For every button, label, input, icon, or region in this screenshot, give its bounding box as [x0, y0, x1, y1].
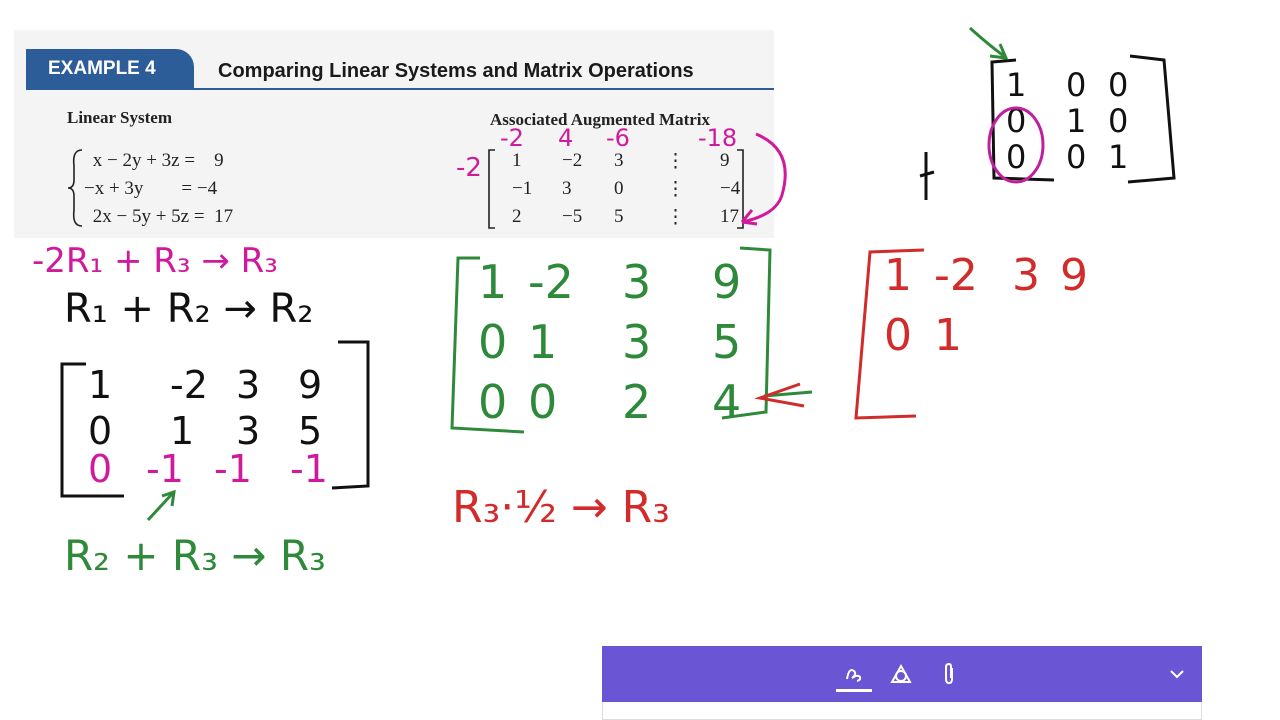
black-matrix-cell: 3: [236, 409, 260, 453]
green-pointer-arrow: [968, 26, 1009, 60]
matrix-cell: 17: [720, 206, 739, 227]
matrix-cell: ⋮: [666, 207, 685, 228]
attachment-button[interactable]: [932, 658, 966, 690]
shapes-tool-button[interactable]: [884, 658, 918, 690]
black-matrix-cell: 1: [170, 409, 194, 453]
matrix-cell: −5: [562, 206, 583, 227]
pink-curved-arrow: [741, 132, 787, 224]
identity-matrix-cell: 1: [1006, 66, 1026, 104]
green-matrix-cell: 9: [712, 255, 741, 309]
green-matrix-cell: 0: [478, 315, 507, 369]
green-matrix-cell: 3: [622, 255, 651, 309]
green-matrix-left-bracket: [450, 256, 525, 434]
pink-row-cell: 0: [88, 447, 112, 491]
matrix-cell: 2: [512, 206, 522, 227]
matrix-cell: ⋮: [666, 151, 685, 172]
matrix-cell: 1: [512, 150, 522, 171]
green-matrix-cell: 2: [622, 375, 651, 429]
op-r2-r3: R₂ + R₃ → R₃: [64, 531, 326, 580]
equation-1: x − 2y + 3z = 9: [88, 150, 224, 171]
identity-matrix-cell: 0: [1006, 138, 1026, 176]
matrix-cell: −1: [512, 178, 533, 199]
notes-body[interactable]: [602, 702, 1202, 720]
equation-3: 2x − 5y + 5z = 17: [88, 206, 234, 227]
green-matrix-cell: 0: [478, 375, 507, 429]
red-matrix-cell: 0: [884, 310, 912, 361]
equation-2: −x + 3y = −4: [84, 178, 218, 199]
red-matrix-cell: 1: [884, 250, 912, 301]
pink-multiplier: -18: [698, 124, 737, 152]
linear-system-heading: Linear System: [67, 108, 172, 127]
matrix-cell: 3: [562, 178, 572, 199]
matrix-cell: 3: [614, 150, 624, 171]
notes-toolbar: [602, 646, 1202, 702]
black-matrix-cell: 5: [298, 409, 322, 453]
attachment-icon: [945, 662, 953, 685]
red-matrix-cell: 1: [934, 310, 962, 361]
matrix-cell: 9: [720, 150, 730, 171]
matrix-cell: −2: [562, 150, 583, 171]
green-matrix-cell: 4: [712, 375, 741, 429]
example-badge: EXAMPLE 4: [26, 49, 194, 89]
identity-matrix-cell: 0: [1006, 102, 1026, 140]
collapse-button[interactable]: [1160, 658, 1194, 690]
green-small-arrow: [146, 489, 176, 522]
black-matrix-left-bracket: [60, 362, 124, 498]
pink-multiplier: 4: [558, 124, 573, 152]
identity-matrix-cell: 1: [1108, 138, 1128, 176]
active-tab-indicator: [836, 689, 872, 692]
notes-panel: [602, 646, 1202, 720]
green-matrix-cell: 3: [622, 315, 651, 369]
pink-row-cell: -1: [214, 447, 252, 491]
matrix-cell: ⋮: [666, 179, 685, 200]
matrix-cell: 5: [614, 206, 624, 227]
pink-circle: [987, 106, 1045, 184]
green-matrix-cell: 0: [528, 375, 557, 429]
op-half-r3: R₃·½ → R₃: [452, 482, 670, 533]
stray-mark: [919, 152, 935, 200]
pink-row-cell: -1: [146, 447, 184, 491]
pen-icon: [846, 669, 862, 682]
pink-multiplier: -2: [500, 124, 524, 152]
green-matrix-cell: 1: [528, 315, 557, 369]
chevron-down-icon: [1170, 670, 1184, 679]
red-arrow-to-row3: [754, 382, 805, 408]
green-matrix-cell: -2: [528, 255, 574, 309]
system-brace: [67, 149, 83, 227]
augmented-matrix-heading: Associated Augmented Matrix: [490, 110, 711, 129]
red-matrix-cell: 3: [1012, 250, 1040, 301]
identity-matrix-cell: 0: [1108, 102, 1128, 140]
black-matrix-cell: -2: [170, 363, 208, 407]
pink-row-cell: -1: [290, 447, 328, 491]
matrix-cell: −4: [720, 178, 741, 199]
black-matrix-right-bracket: [331, 340, 370, 490]
op-r1-r3: -2R₁ + R₃ → R₃: [32, 241, 278, 281]
augmented-matrix-brackets: [488, 149, 744, 229]
shapes-icon: [890, 663, 912, 683]
identity-matrix-cell: 0: [1066, 138, 1086, 176]
green-matrix-cell: 5: [712, 315, 741, 369]
example-rule: [26, 88, 774, 90]
red-matrix-cell: 9: [1060, 250, 1088, 301]
identity-matrix-cell: 1: [1066, 102, 1086, 140]
red-matrix-cell: -2: [934, 250, 978, 301]
green-matrix-cell: 1: [478, 255, 507, 309]
red-matrix-bracket: [854, 248, 925, 420]
green-matrix-right-bracket: [721, 246, 772, 420]
identity-right-bracket: [1127, 54, 1176, 184]
pink-left-factor: -2: [456, 153, 482, 183]
identity-matrix-cell: 0: [1066, 66, 1086, 104]
example-title: Comparing Linear Systems and Matrix Oper…: [218, 60, 694, 82]
matrix-cell: 0: [614, 178, 624, 199]
pen-tool-button[interactable]: [837, 658, 871, 690]
identity-matrix-cell: 0: [1108, 66, 1128, 104]
black-matrix-cell: 1: [88, 363, 112, 407]
black-matrix-cell: 0: [88, 409, 112, 453]
black-matrix-cell: 9: [298, 363, 322, 407]
pink-multiplier: -6: [606, 124, 630, 152]
black-matrix-cell: 3: [236, 363, 260, 407]
op-r1-r2: R₁ + R₂ → R₂: [64, 286, 313, 332]
